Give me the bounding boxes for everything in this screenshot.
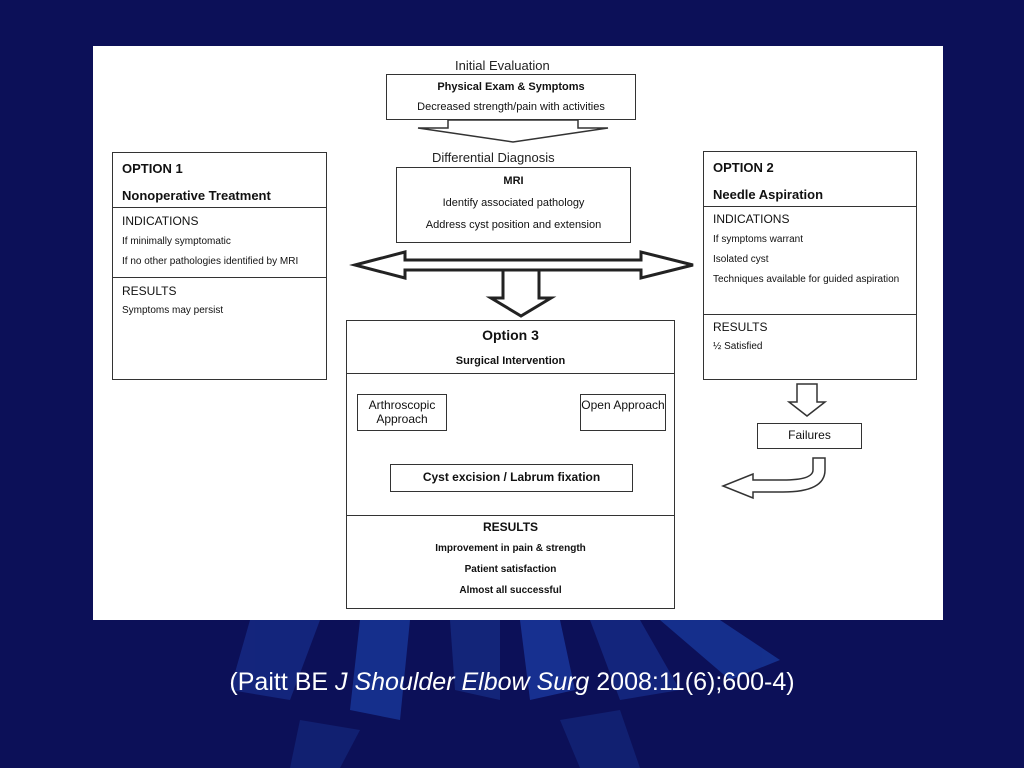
differential-line-2: Address cyst position and extension	[425, 219, 602, 231]
initial-evaluation-caption: Initial Evaluation	[455, 58, 550, 73]
citation: (Paitt BE J Shoulder Elbow Surg 2008:11(…	[0, 668, 1024, 697]
option1-result-1: Symptoms may persist	[122, 305, 224, 316]
arrow-initial-to-differential	[417, 119, 609, 143]
initial-evaluation-line: Decreased strength/pain with activities	[417, 101, 605, 113]
open-approach-box: Open Approach	[580, 394, 666, 431]
option2-results-section: RESULTS ½ Satisfied	[704, 314, 916, 358]
option2-indication-1: If symptoms warrant	[713, 234, 804, 245]
option3-result-3: Almost all successful	[459, 585, 562, 596]
initial-evaluation-title: Physical Exam & Symptoms	[437, 81, 585, 93]
option3-result-2: Patient satisfaction	[464, 564, 557, 575]
option2-title: OPTION 2	[713, 160, 774, 175]
option3-result-1: Improvement in pain & strength	[435, 543, 586, 554]
arrow-option2-to-failures	[786, 383, 828, 417]
arthroscopic-approach-box: Arthroscopic Approach	[357, 394, 447, 431]
option1-results-section: RESULTS Symptoms may persist	[113, 277, 326, 323]
option3-procedure-section	[347, 373, 674, 518]
citation-prefix: (Paitt BE	[229, 668, 336, 696]
option2-subtitle: Needle Aspiration	[713, 187, 824, 202]
option2-box: OPTION 2 Needle Aspiration INDICATIONS I…	[703, 151, 917, 380]
option3-results-label: RESULTS	[482, 520, 539, 534]
arrow-double-horizontal	[349, 250, 694, 280]
differential-title: MRI	[503, 175, 524, 187]
option1-indication-1: If minimally symptomatic	[122, 236, 231, 247]
option2-indication-2: Isolated cyst	[713, 254, 769, 265]
option3-results-section: RESULTS Improvement in pain & strength P…	[347, 515, 674, 597]
differential-diagnosis-caption: Differential Diagnosis	[432, 150, 555, 165]
differential-line-1: Identify associated pathology	[442, 197, 585, 209]
arrow-down-to-option3	[485, 268, 557, 318]
failures-box: Failures	[757, 423, 862, 449]
option3-title: Option 3	[482, 327, 539, 343]
procedure-box: Cyst excision / Labrum fixation	[390, 464, 633, 492]
option1-indication-2: If no other pathologies identified by MR…	[122, 256, 299, 267]
differential-diagnosis-box: MRI Identify associated pathology Addres…	[396, 167, 631, 243]
option1-title: OPTION 1	[122, 161, 183, 176]
option1-box: OPTION 1 Nonoperative Treatment INDICATI…	[112, 152, 327, 380]
option1-indications-section: INDICATIONS If minimally symptomatic If …	[113, 207, 326, 277]
flowchart-figure: Initial Evaluation Physical Exam & Sympt…	[93, 46, 943, 620]
initial-evaluation-box: Physical Exam & Symptoms Decreased stren…	[386, 74, 636, 120]
option2-indications-label: INDICATIONS	[713, 212, 790, 226]
option2-indication-3: Techniques available for guided aspirati…	[713, 274, 900, 285]
option2-result-1: ½ Satisfied	[713, 341, 763, 352]
option3-subtitle: Surgical Intervention	[455, 355, 566, 367]
option1-indications-label: INDICATIONS	[122, 214, 199, 228]
citation-journal: J Shoulder Elbow Surg	[335, 668, 590, 696]
arrow-failures-return	[720, 457, 826, 500]
decorative-stripes	[230, 620, 780, 768]
option1-subtitle: Nonoperative Treatment	[122, 188, 271, 203]
option1-results-label: RESULTS	[122, 284, 177, 298]
option2-results-label: RESULTS	[713, 320, 768, 334]
option2-indications-section: INDICATIONS If symptoms warrant Isolated…	[704, 206, 916, 314]
citation-suffix: 2008:11(6);600-4)	[589, 668, 795, 696]
